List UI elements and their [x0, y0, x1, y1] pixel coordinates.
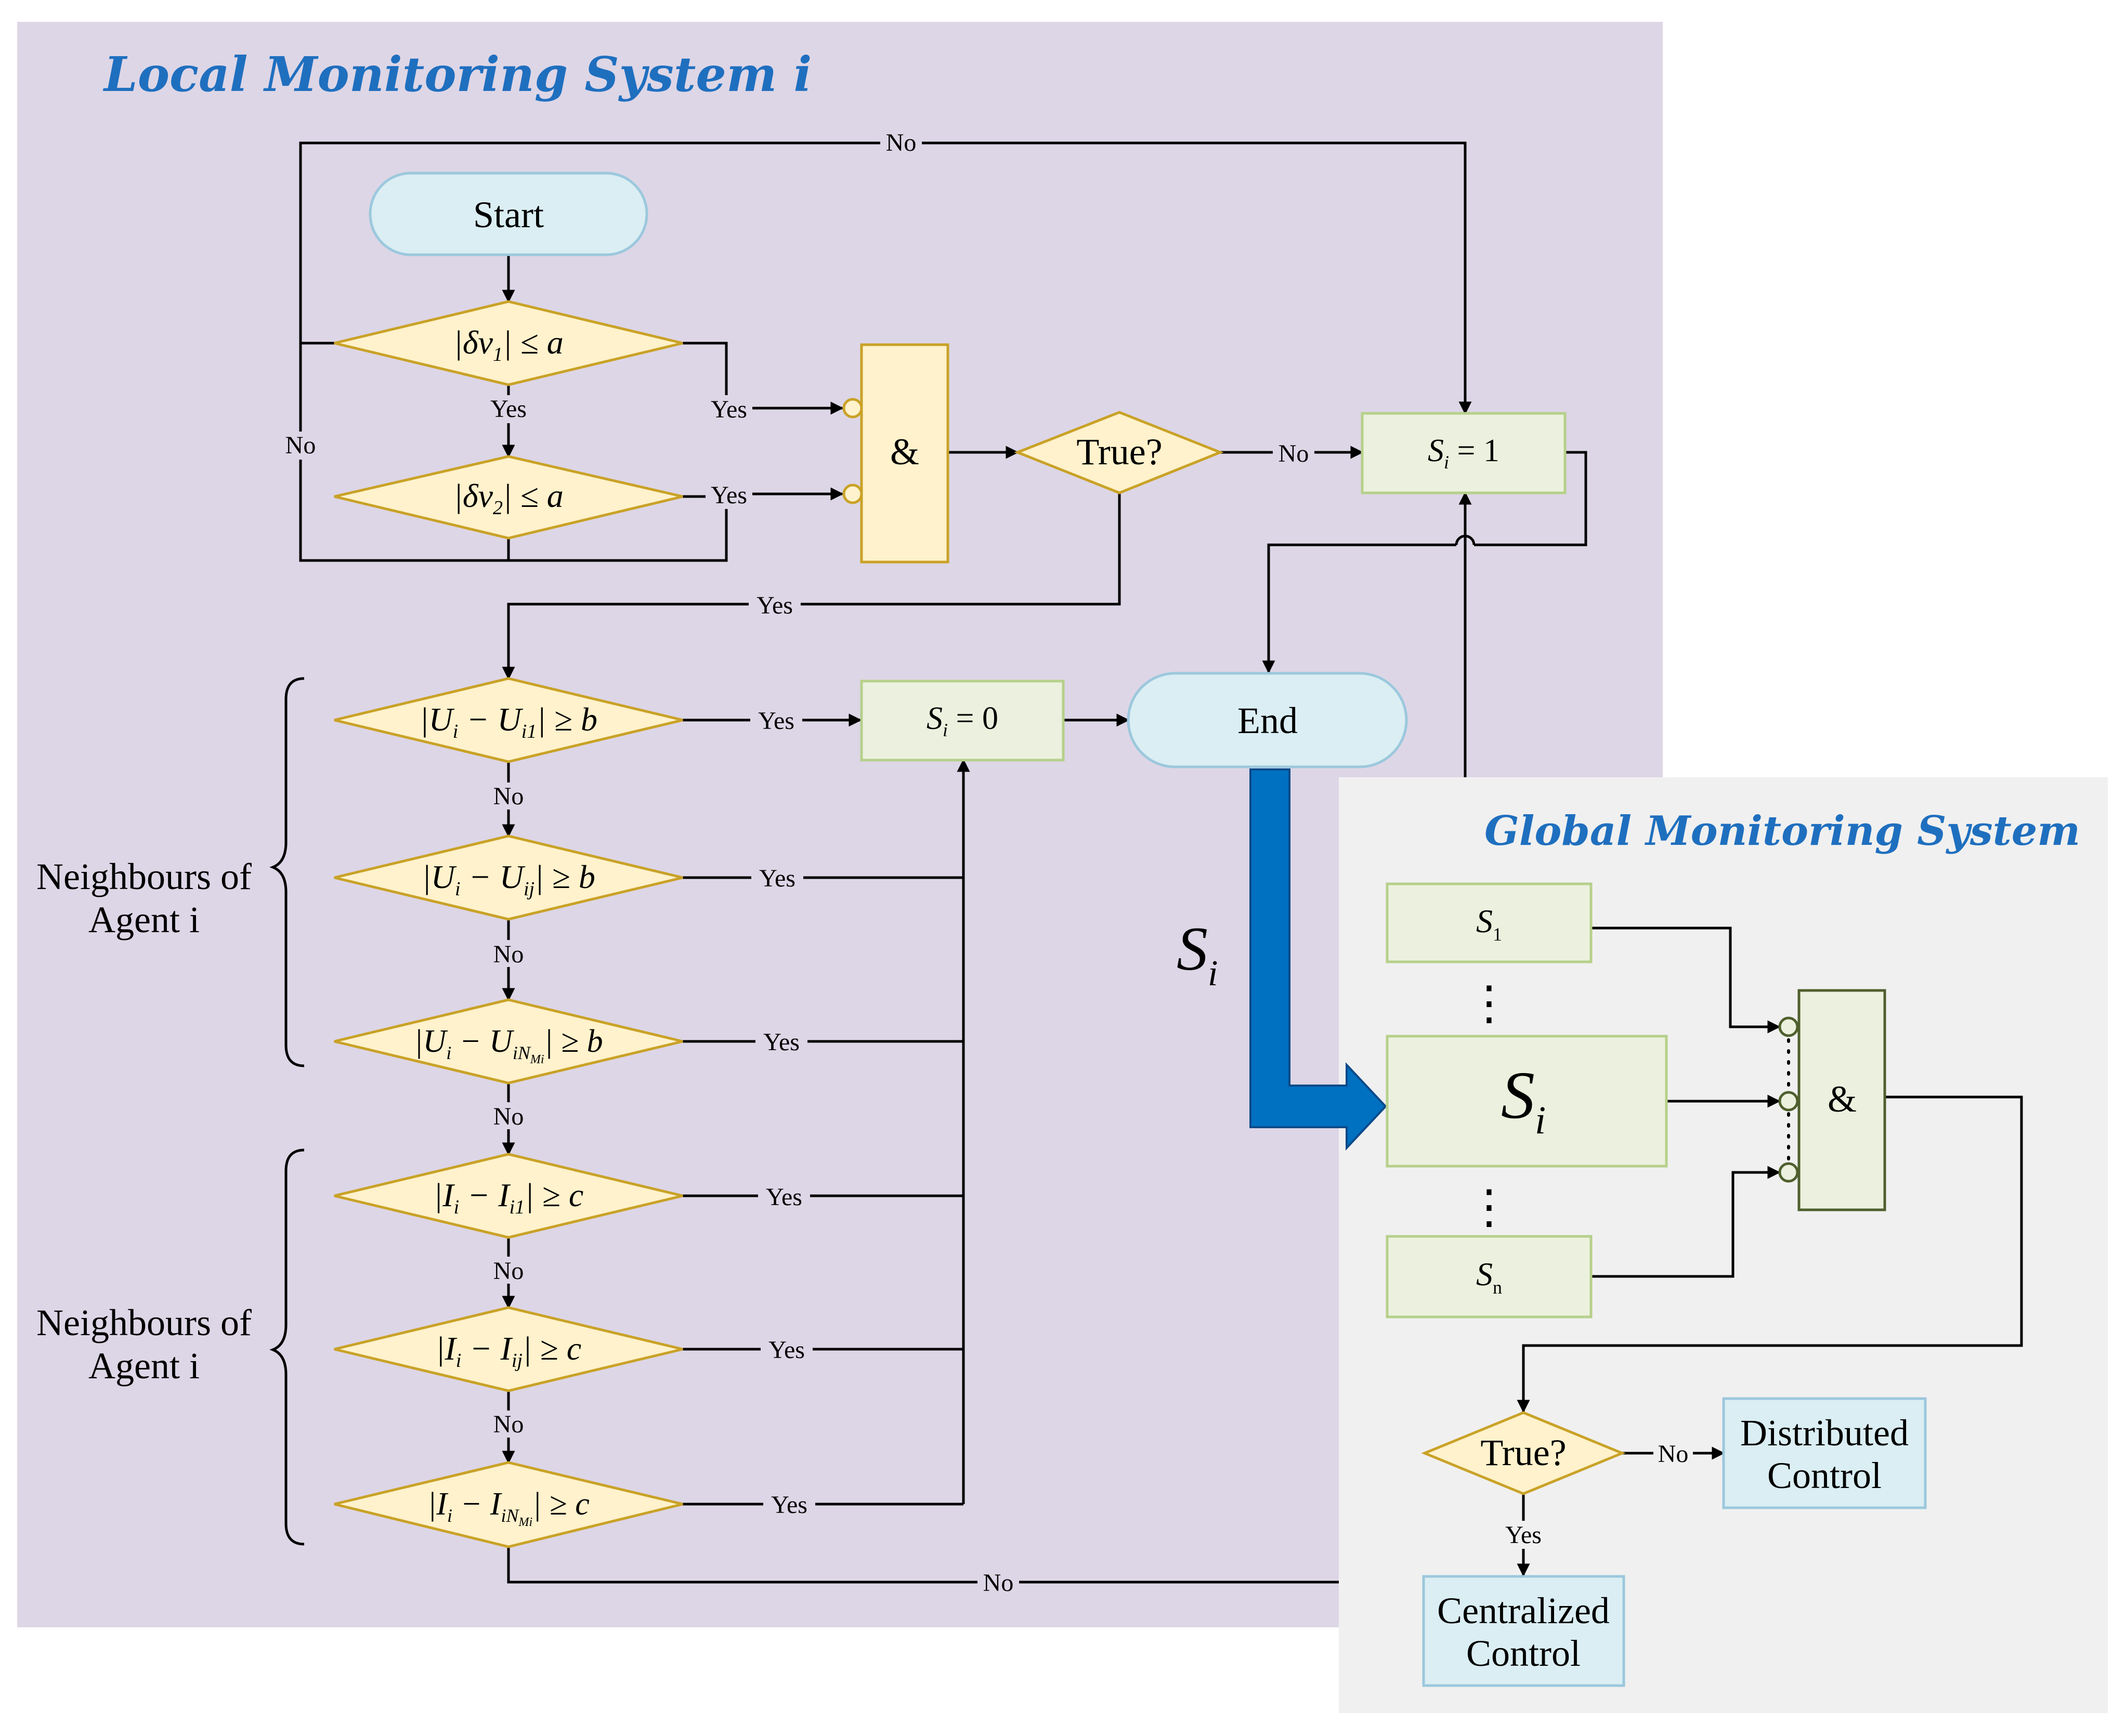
- decision-delta-v1: [334, 300, 683, 386]
- decision-delta-v2: [334, 455, 683, 540]
- svg-text:Yes: Yes: [490, 395, 527, 423]
- si-equals-0-box: [860, 680, 1065, 762]
- global-s1-text: S1: [1476, 903, 1502, 945]
- and-gate-global-symbol: &: [1828, 1078, 1857, 1120]
- and-gate-local: [860, 343, 949, 564]
- end-terminal: [1127, 672, 1408, 768]
- svg-text:Yes: Yes: [766, 1183, 802, 1211]
- svg-text:Yes: Yes: [759, 865, 795, 892]
- and-gate-local-input-1: [842, 398, 863, 419]
- centralized-control-line1: Centralized: [1437, 1590, 1610, 1631]
- distributed-control-box: [1722, 1397, 1927, 1509]
- si-equals-0-text: Si = 0: [927, 701, 998, 740]
- si-transfer-arrow: [1249, 768, 1387, 1151]
- neighbours-label-upper-line1: Neighbours of: [36, 856, 252, 897]
- svg-text:Yes: Yes: [771, 1491, 807, 1519]
- start-terminal: [369, 172, 648, 256]
- si-equals-1-text: Si = 1: [1428, 433, 1499, 473]
- global-vdots-lower: ⋮: [1466, 1182, 1512, 1233]
- neighbours-brace-lower: [269, 1148, 305, 1546]
- decision-true-global-text: True?: [1480, 1432, 1566, 1473]
- svg-text:Yes: Yes: [711, 481, 747, 509]
- local-monitoring-title: Local Monitoring System i: [102, 46, 812, 102]
- global-si-box: [1386, 1035, 1668, 1168]
- decision-u-i1: [334, 677, 683, 763]
- svg-text:No: No: [285, 432, 316, 459]
- and-gate-local-symbol: &: [890, 431, 919, 473]
- decision-i-in: [334, 1461, 683, 1548]
- and-gate-global: [1797, 989, 1886, 1211]
- distributed-control-line1: Distributed: [1740, 1412, 1909, 1454]
- decision-i-i1-text: |Ii − Ii1| ≥ c: [434, 1177, 584, 1218]
- si-transfer-label: Si: [1177, 914, 1218, 994]
- decision-i-ij-text: |Ii − Iij| ≥ c: [436, 1330, 581, 1372]
- decision-i-in-text: |Ii − IiNMi| ≥ c: [427, 1486, 589, 1529]
- centralized-control-box: [1422, 1575, 1625, 1687]
- and-gate-global-input-n: [1778, 1162, 1799, 1183]
- decision-delta-v2-text: |δv2| ≤ a: [453, 477, 563, 519]
- end-label: End: [1237, 700, 1298, 741]
- svg-text:Yes: Yes: [711, 396, 747, 423]
- svg-text:No: No: [493, 1257, 524, 1285]
- svg-text:No: No: [493, 782, 524, 810]
- neighbours-brace-upper: [269, 677, 305, 1067]
- decision-u-ij: [334, 834, 683, 921]
- global-connectors: [1517, 926, 2023, 1577]
- decision-u-in-text: |Ui − UiNMi| ≥ b: [414, 1024, 603, 1066]
- global-vdots-upper: ⋮: [1466, 978, 1512, 1029]
- decision-u-ij-text: |Ui − Uij| ≥ b: [422, 858, 595, 900]
- svg-text:No: No: [886, 129, 917, 156]
- svg-text:No: No: [493, 1411, 524, 1438]
- global-edge-labels: No Yes: [1497, 1440, 1693, 1549]
- decision-true-global: [1421, 1411, 1626, 1495]
- decision-i-ij: [334, 1306, 683, 1392]
- global-si-text: Si: [1501, 1058, 1546, 1142]
- global-monitoring-title: Global Monitoring System: [1484, 807, 2080, 855]
- svg-text:Yes: Yes: [1505, 1521, 1542, 1549]
- svg-text:No: No: [493, 941, 524, 968]
- svg-text:Yes: Yes: [768, 1336, 805, 1364]
- distributed-control-line2: Control: [1767, 1455, 1882, 1496]
- decision-true-local: [1014, 411, 1224, 494]
- and-gate-local-input-2: [842, 484, 863, 504]
- svg-text:No: No: [1279, 440, 1309, 467]
- svg-text:No: No: [983, 1569, 1014, 1597]
- neighbours-label-upper-line2: Agent i: [88, 899, 200, 941]
- svg-text:No: No: [493, 1103, 524, 1130]
- decision-true-local-text: True?: [1076, 431, 1162, 473]
- neighbours-label-lower-line1: Neighbours of: [36, 1302, 252, 1343]
- svg-text:Yes: Yes: [757, 592, 793, 619]
- and-gate-global-input-i: [1778, 1091, 1799, 1112]
- and-gate-global-input-1: [1778, 1016, 1799, 1037]
- svg-text:Yes: Yes: [763, 1028, 800, 1056]
- decision-u-in: [334, 998, 683, 1085]
- centralized-control-line2: Control: [1466, 1633, 1581, 1674]
- svg-text:No: No: [1658, 1440, 1689, 1468]
- si-equals-1-box: [1361, 412, 1567, 494]
- start-label: Start: [473, 194, 544, 236]
- local-edge-labels: No No Yes Yes Yes No Yes Yes Yes Yes Yes…: [281, 129, 1314, 1597]
- svg-text:Yes: Yes: [758, 707, 794, 735]
- decision-delta-v1-text: |δv1| ≤ a: [453, 324, 563, 366]
- neighbours-label-lower-line2: Agent i: [88, 1345, 200, 1387]
- decision-u-i1-text: |Ui − Ui1| ≥ b: [420, 701, 597, 742]
- global-s1-box: [1386, 882, 1593, 963]
- global-sn-text: Sn: [1476, 1256, 1502, 1298]
- global-sn-box: [1386, 1235, 1593, 1319]
- decision-i-i1: [334, 1153, 683, 1239]
